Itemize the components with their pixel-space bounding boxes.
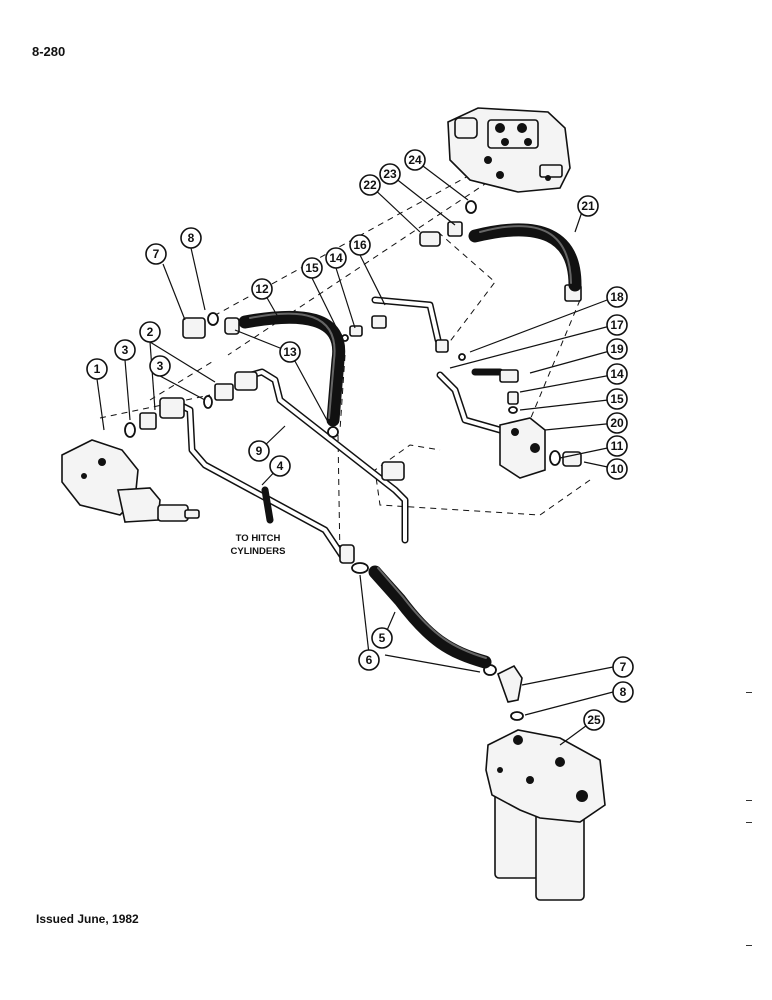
svg-text:10: 10 xyxy=(610,462,624,476)
callout-21: 21 xyxy=(577,195,599,217)
note-line-2: CYLINDERS xyxy=(231,546,286,557)
margin-mark xyxy=(746,822,752,823)
callout-3-right: 3 xyxy=(149,355,171,377)
callout-6: 6 xyxy=(358,649,380,671)
svg-text:23: 23 xyxy=(383,167,397,181)
margin-mark xyxy=(746,945,752,946)
svg-text:3: 3 xyxy=(157,359,164,373)
callout-15-right: 15 xyxy=(606,388,628,410)
svg-text:19: 19 xyxy=(610,342,624,356)
svg-text:9: 9 xyxy=(256,444,263,458)
callout-19: 19 xyxy=(606,338,628,360)
callout-3-left: 3 xyxy=(114,339,136,361)
callout-1: 1 xyxy=(86,358,108,380)
svg-text:17: 17 xyxy=(610,318,624,332)
callout-8-bottom: 8 xyxy=(612,681,634,703)
callout-20: 20 xyxy=(606,412,628,434)
svg-text:12: 12 xyxy=(255,282,269,296)
svg-text:8: 8 xyxy=(620,685,627,699)
pipe-lines xyxy=(176,296,504,564)
svg-text:14: 14 xyxy=(610,367,624,381)
callout-22: 22 xyxy=(359,174,381,196)
callout-12: 12 xyxy=(251,278,273,300)
control-valve-top xyxy=(447,107,571,193)
svg-text:3: 3 xyxy=(122,343,129,357)
callout-7-top: 7 xyxy=(145,243,167,265)
callout-13: 13 xyxy=(279,341,301,363)
svg-text:7: 7 xyxy=(620,660,627,674)
svg-text:2: 2 xyxy=(147,325,154,339)
hoses xyxy=(238,223,582,669)
svg-text:5: 5 xyxy=(379,631,386,645)
callout-2: 2 xyxy=(139,321,161,343)
callout-25: 25 xyxy=(583,709,605,731)
callout-11: 11 xyxy=(606,435,628,457)
callout-14-right: 14 xyxy=(606,363,628,385)
callout-17: 17 xyxy=(606,314,628,336)
svg-text:1: 1 xyxy=(94,362,101,376)
valve-body-left xyxy=(61,439,200,523)
svg-text:8: 8 xyxy=(188,231,195,245)
svg-text:25: 25 xyxy=(587,713,601,727)
callout-9: 9 xyxy=(248,440,270,462)
callout-10: 10 xyxy=(606,458,628,480)
filter-assembly xyxy=(485,729,606,901)
svg-text:15: 15 xyxy=(610,392,624,406)
svg-text:22: 22 xyxy=(363,178,377,192)
callout-18: 18 xyxy=(606,286,628,308)
margin-mark xyxy=(746,692,752,693)
callout-7-bottom: 7 xyxy=(612,656,634,678)
margin-mark xyxy=(746,800,752,801)
svg-text:16: 16 xyxy=(353,238,367,252)
svg-text:13: 13 xyxy=(283,345,297,359)
leader-lines xyxy=(96,159,618,746)
page-number: 8-280 xyxy=(32,44,66,59)
callout-14-left: 14 xyxy=(325,247,347,269)
svg-text:21: 21 xyxy=(581,199,595,213)
callout-15-left: 15 xyxy=(301,257,323,279)
issued-date: Issued June, 1982 xyxy=(36,912,139,926)
note-line-1: TO HITCH xyxy=(236,533,281,544)
svg-text:6: 6 xyxy=(366,653,373,667)
svg-text:14: 14 xyxy=(329,251,343,265)
svg-text:15: 15 xyxy=(305,261,319,275)
callout-8-top: 8 xyxy=(180,227,202,249)
svg-text:11: 11 xyxy=(611,439,624,453)
callout-23: 23 xyxy=(379,163,401,185)
svg-text:24: 24 xyxy=(408,153,422,167)
callout-16: 16 xyxy=(349,234,371,256)
callout-4: 4 xyxy=(269,455,291,477)
svg-text:7: 7 xyxy=(153,247,160,261)
callout-24: 24 xyxy=(404,149,426,171)
fittings xyxy=(124,200,582,721)
svg-text:4: 4 xyxy=(277,459,284,473)
svg-text:20: 20 xyxy=(610,416,624,430)
svg-text:18: 18 xyxy=(610,290,624,304)
callout-5: 5 xyxy=(371,627,393,649)
